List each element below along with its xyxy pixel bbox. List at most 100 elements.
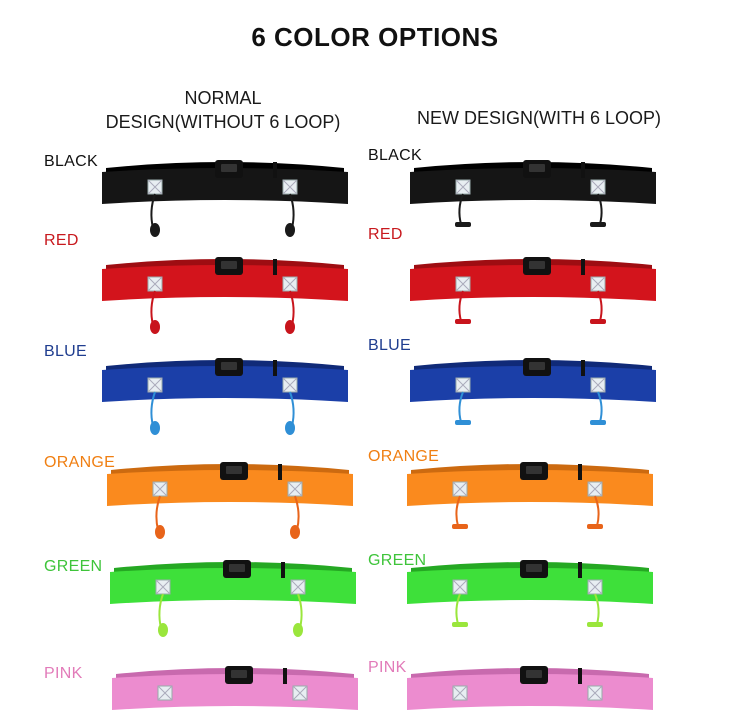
cord-toggle-icon	[290, 525, 300, 539]
buckle-slot	[221, 261, 237, 269]
belt-image-pink-new	[407, 666, 653, 710]
cord-toggle-icon	[285, 421, 295, 435]
strap-slider	[581, 360, 585, 376]
buckle-slot	[529, 164, 545, 172]
patch-pattern	[590, 179, 606, 195]
belt-image-orange-new	[407, 462, 653, 529]
column-header-line-2: DESIGN(WITHOUT 6 LOOP)	[105, 112, 341, 132]
belt-strap	[102, 168, 348, 204]
patch-pattern	[147, 179, 163, 195]
belt-strap	[407, 470, 653, 506]
buckle-slot	[529, 261, 545, 269]
belt-strap	[102, 265, 348, 301]
cord-toggle-icon	[587, 622, 603, 627]
patch-pattern	[155, 579, 171, 595]
cord-toggle-icon	[452, 524, 468, 529]
elastic-cord	[597, 193, 603, 225]
cord-toggle-icon	[455, 420, 471, 425]
elastic-cord	[458, 290, 464, 322]
belt-strap	[110, 568, 356, 604]
belt-image-blue-new	[410, 358, 656, 425]
strap-slider	[273, 162, 277, 178]
strap-slider	[281, 562, 285, 578]
elastic-cord	[597, 391, 603, 423]
strap-slider	[578, 668, 582, 684]
column-header-line-1: NEW DESIGN(WITH 6 LOOP)	[416, 108, 661, 128]
strap-slider	[273, 259, 277, 275]
patch-pattern	[590, 377, 606, 393]
patch-pattern	[452, 481, 468, 497]
patch-pattern	[587, 685, 603, 701]
cord-toggle-icon	[590, 319, 606, 324]
patch-pattern	[452, 579, 468, 595]
buckle-slot	[226, 466, 242, 474]
cord-toggle-icon	[590, 222, 606, 227]
buckle-slot	[229, 564, 245, 572]
belt-strap	[102, 366, 348, 402]
column-header-line-1: NORMAL	[184, 88, 262, 108]
cord-toggle-icon	[452, 622, 468, 627]
belt-image-green-new	[407, 560, 653, 627]
patch-pattern	[452, 685, 468, 701]
buckle-slot	[221, 362, 237, 370]
belt-image-blue-normal	[102, 358, 348, 435]
elastic-cord	[597, 290, 603, 322]
buckle-slot	[526, 670, 542, 678]
patch-pattern	[455, 276, 471, 292]
patch-pattern	[282, 179, 298, 195]
belt-image-red-new	[410, 257, 656, 324]
color-label-green-left: GREEN	[44, 558, 103, 575]
strap-slider	[578, 464, 582, 480]
elastic-cord	[455, 593, 461, 625]
cord-toggle-icon	[590, 420, 606, 425]
strap-slider	[273, 360, 277, 376]
patch-pattern	[587, 481, 603, 497]
color-label-red-left: RED	[44, 232, 79, 249]
strap-slider	[283, 668, 287, 684]
cord-toggle-icon	[455, 222, 471, 227]
belt-strap	[410, 168, 656, 204]
patch-pattern	[152, 481, 168, 497]
cord-toggle-icon	[587, 524, 603, 529]
belt-strap	[112, 674, 358, 710]
color-label-orange-right: ORANGE	[368, 448, 440, 465]
buckle-slot	[526, 564, 542, 572]
color-label-orange-left: ORANGE	[44, 454, 116, 471]
belt-strap	[407, 568, 653, 604]
cord-toggle-icon	[158, 623, 168, 637]
belt-image-black-new	[410, 160, 656, 227]
patch-pattern	[147, 276, 163, 292]
patch-pattern	[282, 377, 298, 393]
elastic-cord	[594, 495, 600, 527]
elastic-cord	[458, 193, 464, 225]
buckle-slot	[231, 670, 247, 678]
belt-strap	[407, 674, 653, 710]
patch-pattern	[290, 579, 306, 595]
color-label-red-right: RED	[368, 226, 403, 243]
color-label-green-right: GREEN	[368, 552, 427, 569]
cord-toggle-icon	[293, 623, 303, 637]
elastic-cord	[458, 391, 464, 423]
cord-toggle-icon	[455, 319, 471, 324]
belt-strap	[410, 366, 656, 402]
patch-pattern	[590, 276, 606, 292]
patch-pattern	[455, 377, 471, 393]
strap-slider	[581, 162, 585, 178]
belt-image-pink-normal	[112, 666, 358, 710]
belt-strap	[107, 470, 353, 506]
patch-pattern	[282, 276, 298, 292]
strap-slider	[581, 259, 585, 275]
column-header-normal-design: NORMAL DESIGN(WITHOUT 6 LOOP)	[84, 86, 362, 134]
color-label-blue-left: BLUE	[44, 343, 87, 360]
belt-strap	[410, 265, 656, 301]
buckle-slot	[526, 466, 542, 474]
patch-pattern	[147, 377, 163, 393]
strap-slider	[278, 464, 282, 480]
elastic-cord	[594, 593, 600, 625]
column-header-new-design: NEW DESIGN(WITH 6 LOOP)	[396, 106, 682, 130]
belt-image-black-normal	[102, 160, 348, 237]
cord-toggle-icon	[150, 320, 160, 334]
color-label-pink-right: PINK	[368, 659, 407, 676]
buckle-slot	[529, 362, 545, 370]
patch-pattern	[292, 685, 308, 701]
